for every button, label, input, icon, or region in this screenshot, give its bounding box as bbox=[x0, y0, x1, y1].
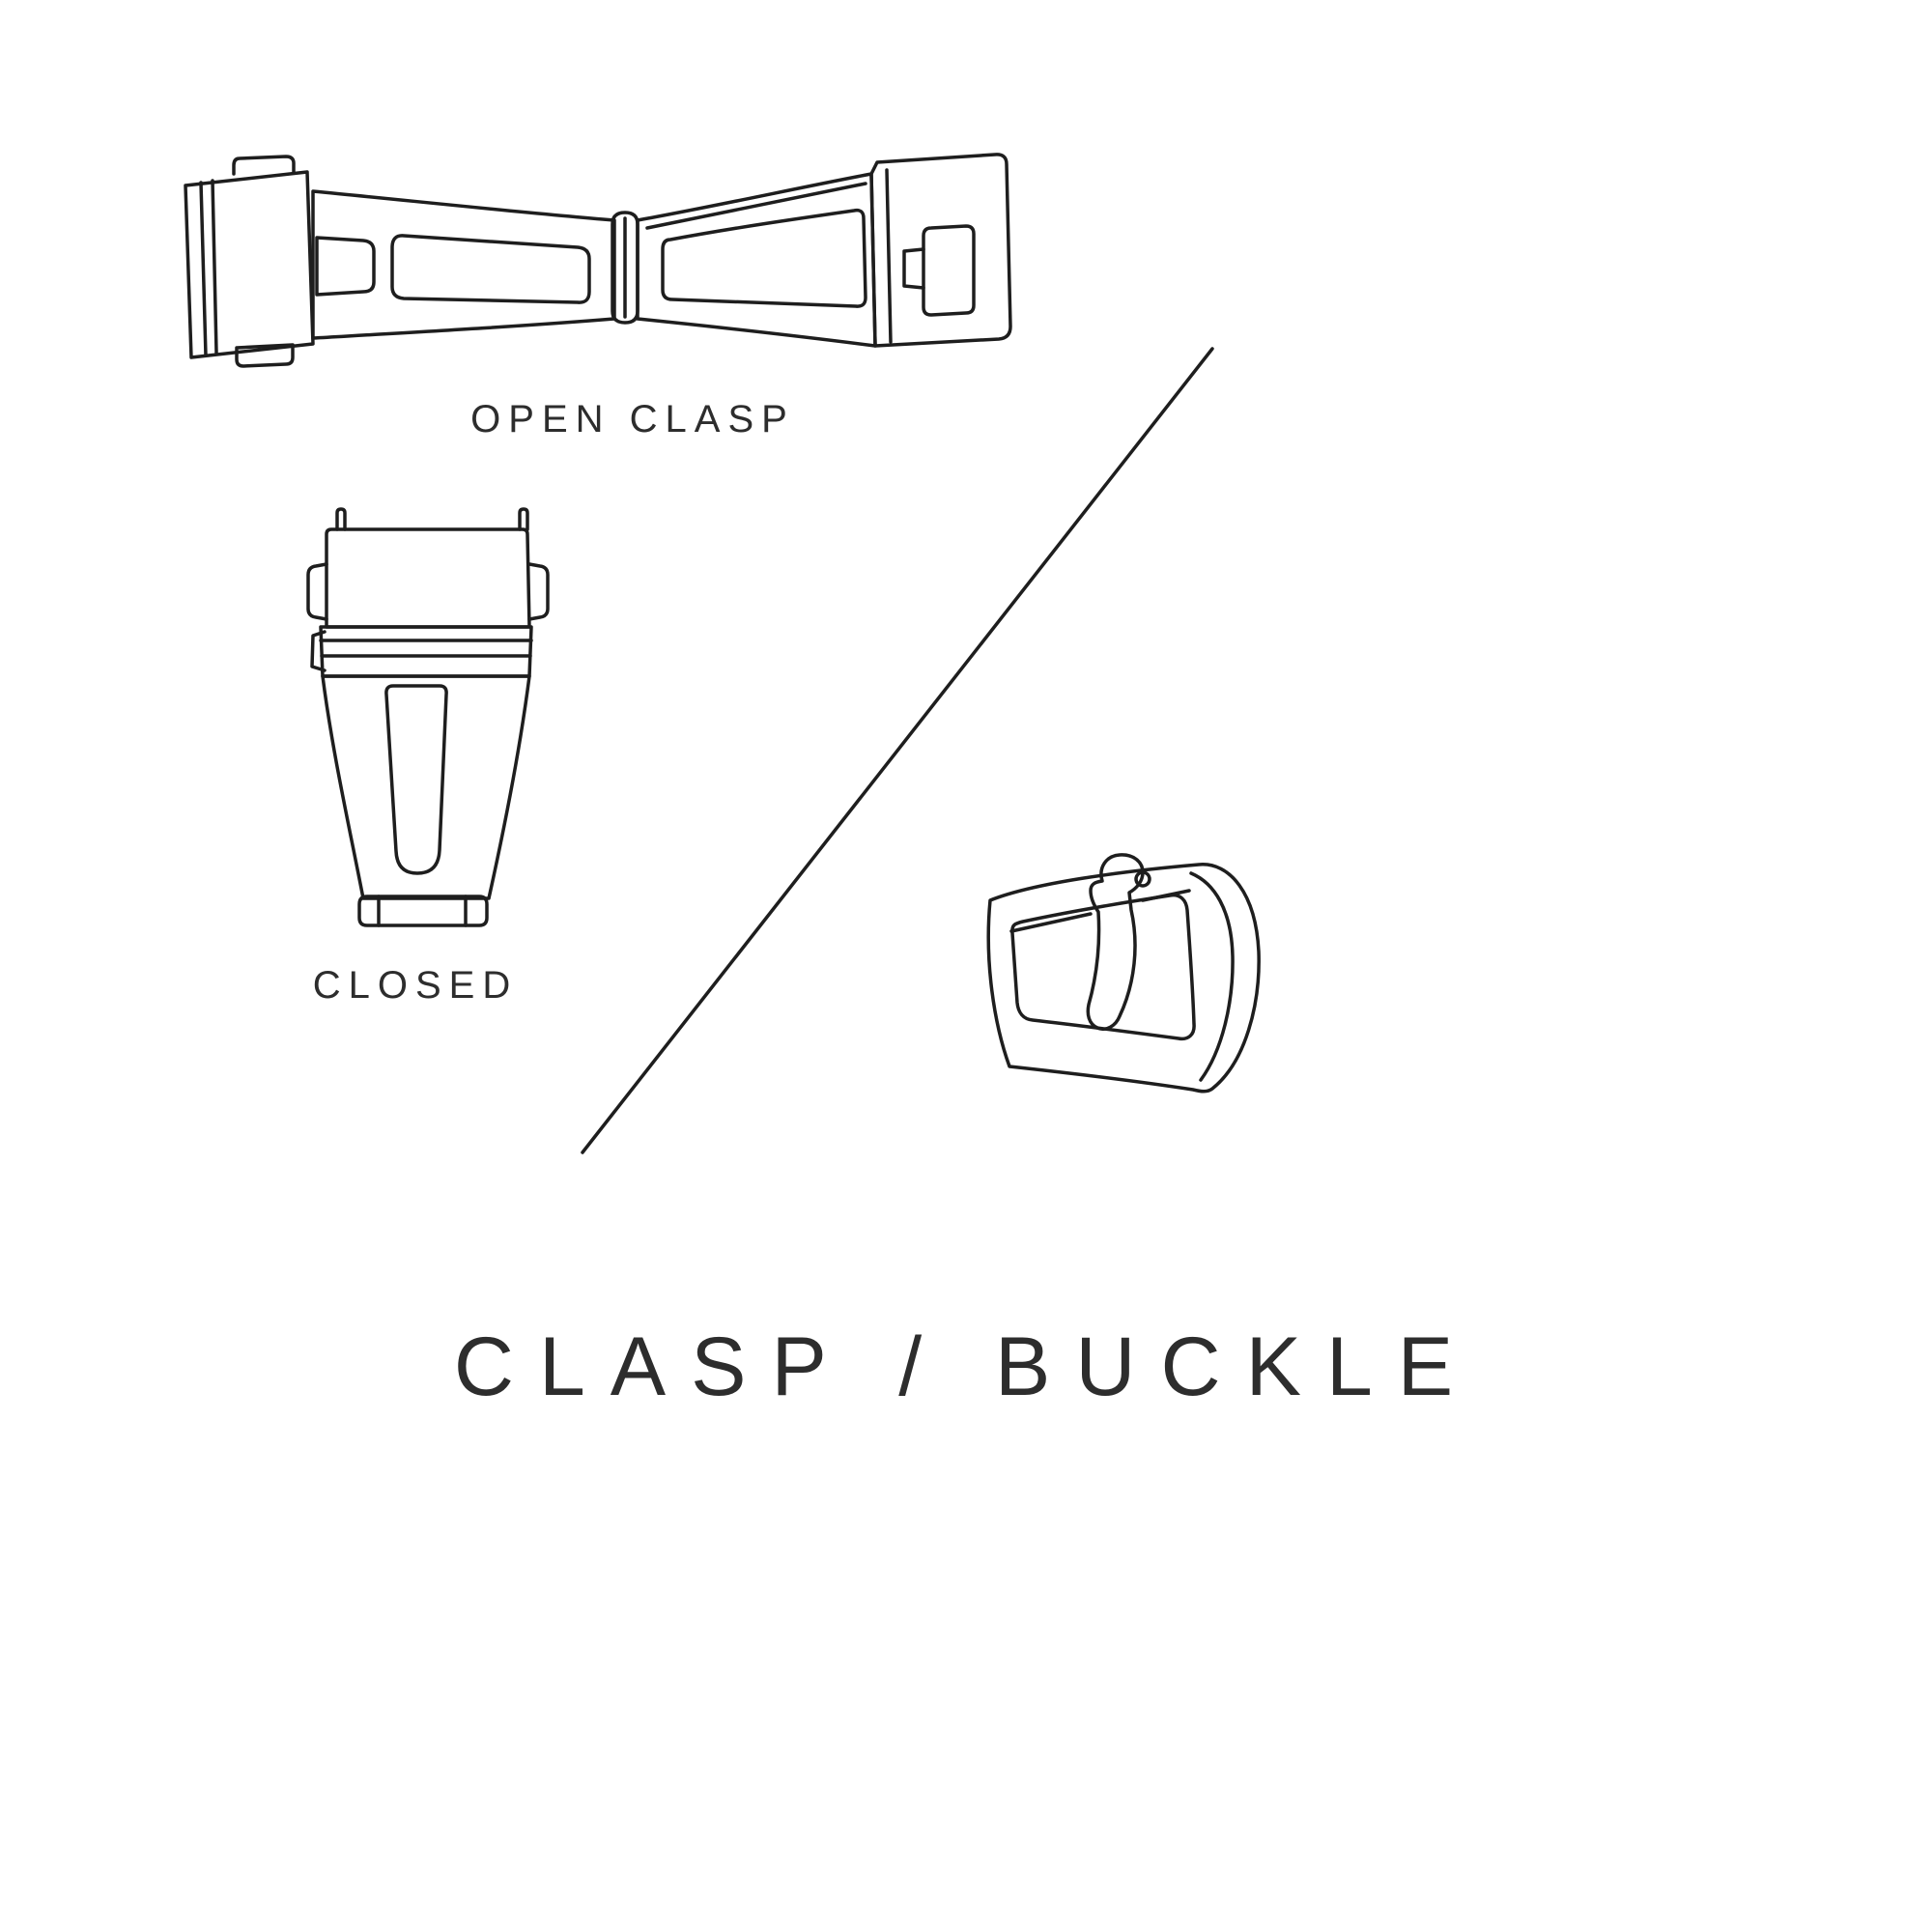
closed-clasp-bottom-bar bbox=[357, 895, 489, 927]
open-clasp-left-arm bbox=[311, 189, 616, 340]
closed-clasp-illustration bbox=[306, 507, 550, 927]
buckle-frame bbox=[986, 863, 1261, 1094]
diagram-title: CLASP / BUCKLE bbox=[453, 1321, 1479, 1413]
closed-clasp-band bbox=[310, 625, 533, 678]
tang-buckle-illustration bbox=[986, 853, 1261, 1094]
open-clasp-left-fold bbox=[184, 155, 315, 368]
open-clasp-hinge bbox=[611, 211, 639, 325]
diagonal-divider-line bbox=[581, 347, 1214, 1154]
closed-clasp-label: CLOSED bbox=[312, 964, 519, 1007]
closed-clasp-prongs bbox=[335, 507, 529, 531]
buckle-tongue bbox=[1086, 853, 1145, 1031]
open-clasp-right-arm bbox=[636, 153, 1012, 348]
open-clasp-illustration bbox=[184, 153, 1012, 368]
closed-clasp-body bbox=[321, 674, 531, 900]
closed-clasp-top-box bbox=[306, 527, 550, 629]
open-clasp-label: OPEN CLASP bbox=[470, 398, 795, 440]
